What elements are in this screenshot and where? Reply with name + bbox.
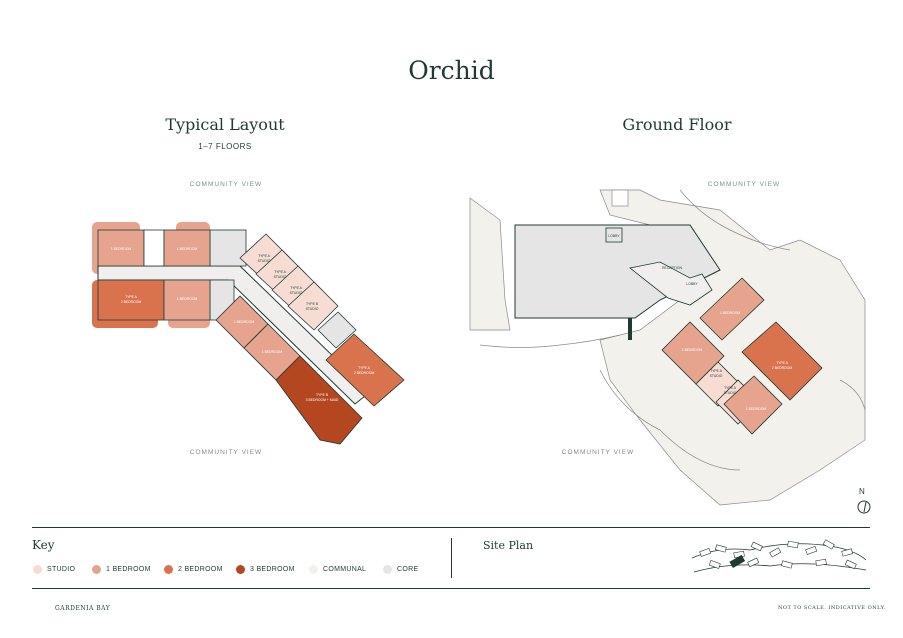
key-title: Key [32, 538, 55, 552]
path-line [479, 334, 621, 348]
unit-label: TYPE A [358, 366, 371, 370]
key-item-studio: STUDIO [33, 565, 75, 574]
key-swatch [309, 565, 318, 574]
key-item-1-bedroom: 1 BEDROOM [92, 565, 151, 574]
structure [611, 189, 629, 207]
unit-label: 1 BEDROOM [111, 247, 132, 251]
unit-label: 3 BEDROOM + MAID [306, 398, 339, 402]
unit-label: 2 BEDROOM [354, 371, 375, 375]
unit-label: TYPE B [306, 302, 319, 306]
typical-layout-title: Typical Layout [165, 115, 285, 134]
unit-label: 1 BEDROOM [177, 297, 198, 301]
footer-note: NOT TO SCALE. INDICATIVE ONLY. [778, 605, 886, 611]
unit-void [143, 229, 165, 267]
north-arrow-icon [857, 500, 871, 514]
unit-2-bedroom [325, 333, 405, 407]
unit-studio [287, 281, 339, 331]
unit-label: 1 BEDROOM [234, 320, 255, 324]
ground-floor-plan: LOBBY RECEPTION LOBBY 1 BEDROOM 1 BEDROO… [469, 189, 866, 506]
floor-plans: 1 BEDROOM 1 BEDROOM TYPE A 2 BEDROOM 1 B… [92, 189, 871, 514]
site-plan-title: Site Plan [483, 539, 534, 552]
core [317, 311, 357, 349]
key-item-3-bedroom: 3 BEDROOM [236, 565, 295, 574]
unit-label: STUDIO [724, 391, 737, 395]
unit-label: TYPE A [258, 254, 271, 258]
unit-label: TYPE A [724, 386, 737, 390]
divider-bottom [32, 588, 870, 589]
unit-label: 1 BEDROOM [720, 311, 741, 315]
key-swatch [236, 565, 245, 574]
unit-label: TYPE A [274, 270, 287, 274]
unit-label: STUDIO [258, 259, 271, 263]
key-swatch [383, 565, 392, 574]
core [209, 229, 247, 267]
north-label: N [859, 487, 865, 496]
unit-1-bedroom [163, 229, 211, 267]
typical-layout-subtitle: 1–7 FLOORS [198, 142, 252, 151]
site-plan-map [691, 539, 867, 573]
unit-label: TYPE A [290, 286, 303, 290]
wall [628, 318, 632, 340]
key-item-core: CORE [383, 565, 418, 574]
unit-2-bedroom [741, 321, 823, 401]
unit-3-bedroom [275, 355, 363, 445]
key-swatch [164, 565, 173, 574]
unit-1-bedroom [163, 279, 211, 321]
unit-label: STUDIO [306, 307, 319, 311]
divider-vertical [451, 538, 452, 578]
key-item-communal: COMMUNAL [309, 565, 366, 574]
lobby-label: LOBBY [608, 234, 620, 238]
ground-community-view-bottom: COMMUNITY VIEW [561, 449, 635, 456]
unit-label: 2 BEDROOM [772, 366, 793, 370]
key-swatch [33, 565, 42, 574]
unit-1-bedroom [699, 277, 765, 341]
key-swatch [92, 565, 101, 574]
lobby-label: LOBBY [686, 282, 698, 286]
unit-label: 1 BEDROOM [746, 407, 767, 411]
unit-label: STUDIO [274, 275, 287, 279]
ground-community-view-top: COMMUNITY VIEW [707, 181, 781, 188]
typical-community-view-bottom: COMMUNITY VIEW [189, 449, 263, 456]
reception-area [629, 261, 713, 306]
footer-brand: GARDENIA BAY [55, 605, 111, 612]
unit-label: TYPE A [776, 361, 789, 365]
ground-floor-title: Ground Floor [622, 115, 732, 134]
unit-label: 1 BEDROOM [177, 247, 198, 251]
unit-1-bedroom [723, 375, 783, 435]
typical-community-view-top: COMMUNITY VIEW [189, 181, 263, 188]
page-title: Orchid [408, 56, 495, 85]
unit-label: 1 BEDROOM [682, 348, 703, 352]
reception-label: RECEPTION [662, 266, 682, 270]
unit-1-bedroom [97, 229, 145, 267]
key-item-2-bedroom: 2 BEDROOM [164, 565, 223, 574]
landscape [469, 197, 511, 331]
path-line [679, 189, 791, 251]
unit-label: TYPE A [710, 369, 723, 373]
unit-label: 2 BEDROOM [121, 300, 142, 304]
divider-top [32, 527, 870, 528]
lobby-core [605, 227, 623, 243]
unit-label: STUDIO [710, 374, 723, 378]
unit-1-bedroom [661, 321, 725, 385]
path-line [839, 379, 866, 411]
typical-layout-plan: 1 BEDROOM 1 BEDROOM TYPE A 2 BEDROOM 1 B… [92, 222, 405, 445]
path-line [599, 369, 741, 471]
unit-label: STUDIO [290, 291, 303, 295]
unit-label: TYPE A [125, 295, 138, 299]
unit-label: 1 BEDROOM [262, 350, 283, 354]
unit-label: TYPE B [316, 393, 329, 397]
